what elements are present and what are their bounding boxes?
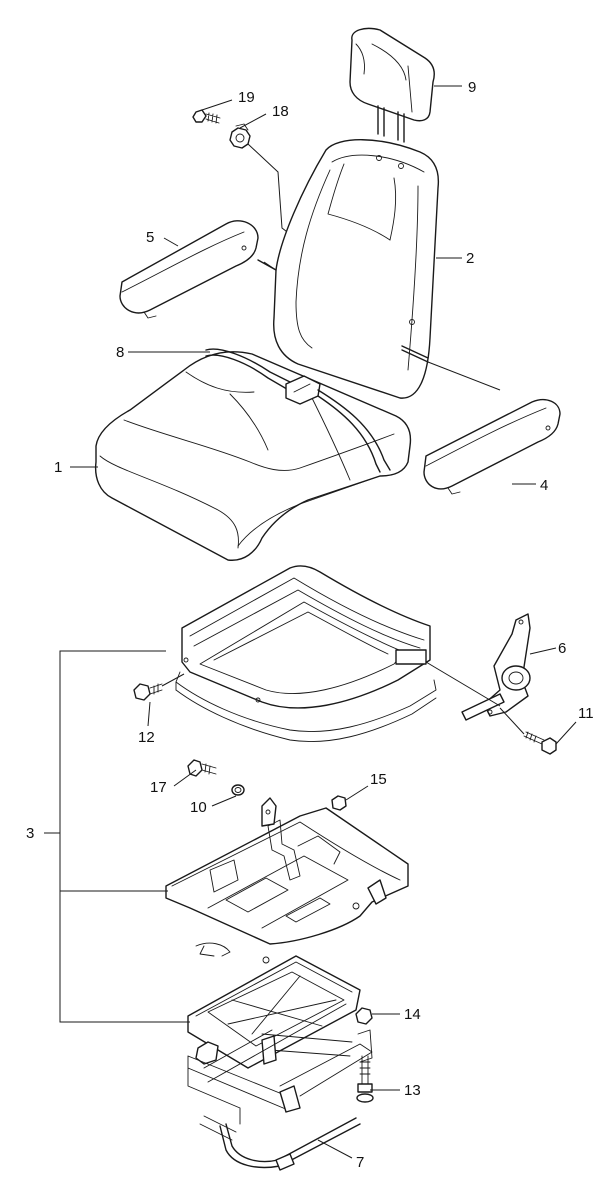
nut-10-part	[231, 784, 245, 796]
armrest-left-part	[119, 220, 277, 319]
callout-14: 14	[404, 1006, 421, 1023]
backrest-part	[273, 139, 501, 399]
slide-frame-part	[165, 797, 409, 964]
callout-8: 8	[116, 344, 124, 361]
bolt-13-part	[356, 1055, 374, 1103]
callout-4: 4	[540, 477, 548, 494]
release-lever-part	[219, 1117, 361, 1171]
recliner-bracket-part	[425, 613, 531, 721]
callout-2: 2	[466, 250, 474, 267]
bolt-19-part	[192, 109, 221, 124]
callout-13: 13	[404, 1082, 421, 1099]
callout-5: 5	[146, 229, 154, 246]
callout-15: 15	[370, 771, 387, 788]
callout-10: 10	[190, 799, 207, 816]
suspension-base-part	[187, 955, 373, 1141]
callout-9: 9	[468, 79, 476, 96]
leader-lines	[70, 85, 577, 1159]
callout-3: 3	[26, 825, 34, 842]
callout-12: 12	[138, 729, 155, 746]
callout-18: 18	[272, 103, 289, 120]
bolt-17-part	[187, 759, 217, 777]
seat-cushion-part	[94, 348, 412, 561]
callout-17: 17	[150, 779, 167, 796]
callout-6: 6	[558, 640, 566, 657]
assembly-3-bracket	[44, 650, 190, 1023]
callout-7: 7	[356, 1154, 364, 1171]
bolt-11-part	[523, 731, 557, 755]
callout-11: 11	[578, 705, 594, 722]
callout-19: 19	[238, 89, 255, 106]
seat-frame-part	[175, 565, 437, 742]
headrest-part	[349, 27, 435, 143]
bolt-12-part	[133, 673, 185, 701]
armrest-right-part	[423, 398, 561, 495]
nut-15-part	[331, 795, 347, 811]
callout-labels: 9 19 18 2 5 8 1 4 6 11 12 17 10 15 3 14 …	[26, 79, 594, 1171]
nut-14-part	[355, 1007, 373, 1025]
callout-1: 1	[54, 459, 62, 476]
